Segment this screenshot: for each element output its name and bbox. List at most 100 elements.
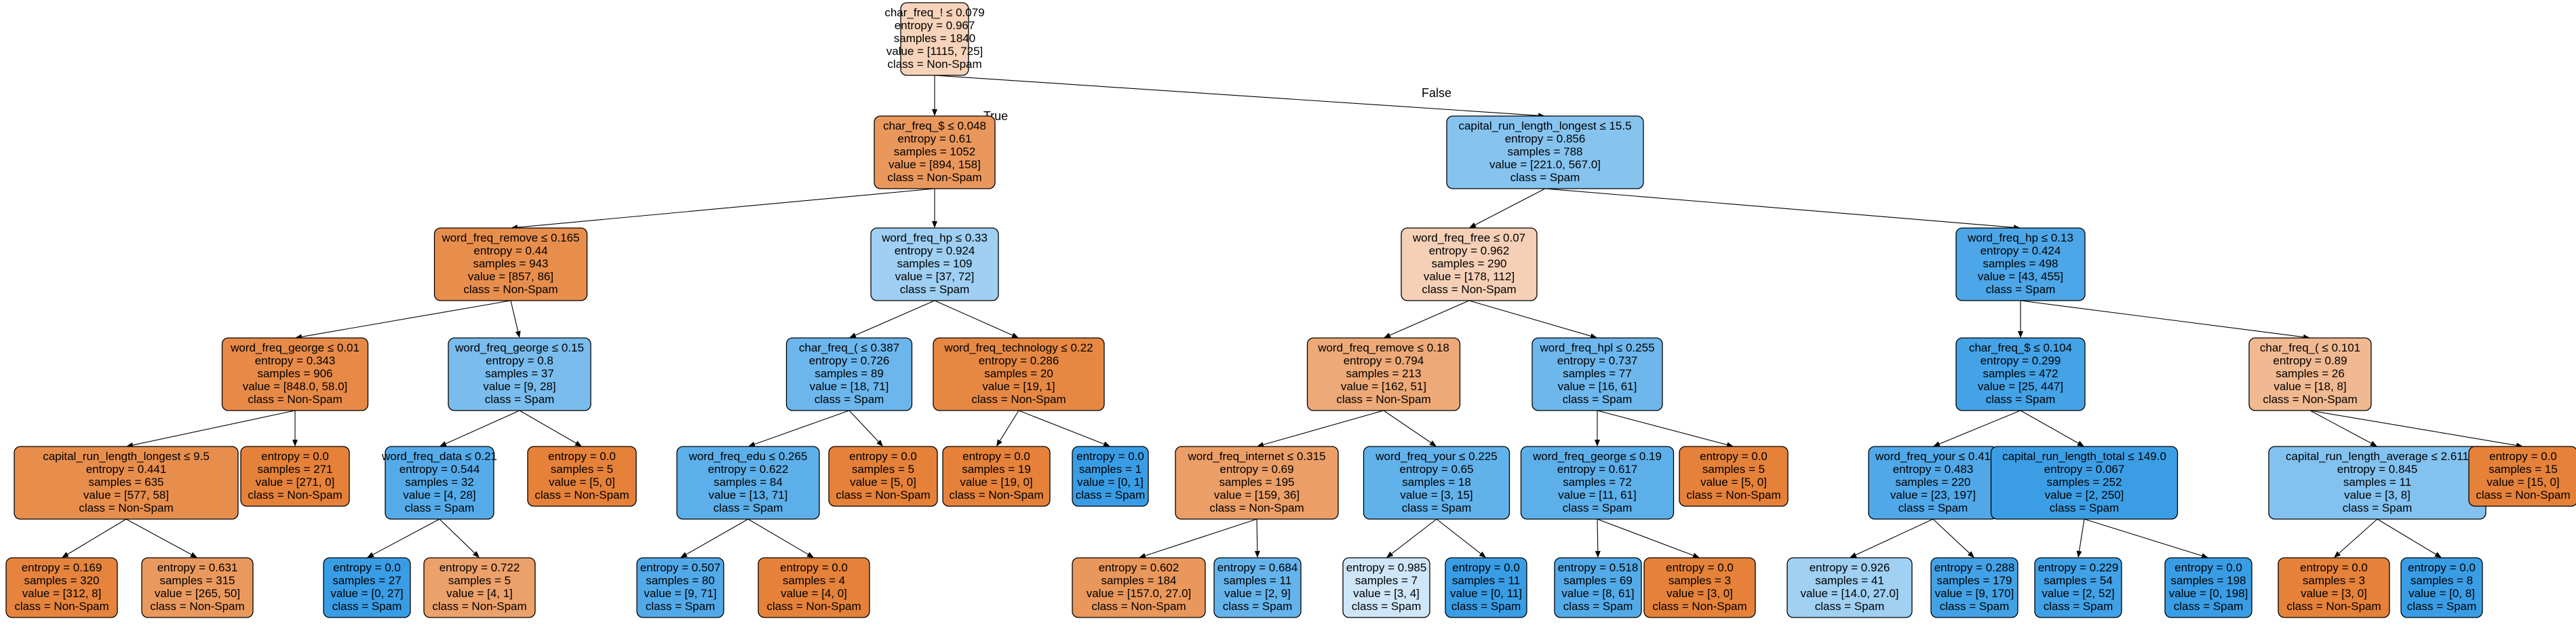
node-stat-line: entropy = 0.067 (2044, 463, 2125, 476)
node-stat-line: samples = 69 (1563, 574, 1633, 587)
node-stat-line: class = Non-Spam (766, 600, 861, 613)
node-stat-line: value = [13, 71] (709, 489, 788, 501)
tree-edge (1597, 410, 1734, 448)
node-stat-line: value = [4, 1] (446, 587, 513, 600)
node-stat-line: class = Non-Spam (1091, 600, 1186, 613)
edge-arrowhead (932, 109, 937, 116)
node-split-rule: word_freq_hpl ≤ 0.255 (1539, 341, 1654, 354)
node-stat-line: value = [271, 0] (256, 476, 335, 489)
edge-line (1597, 518, 1599, 552)
node-stat-line: value = [2, 52] (2042, 587, 2114, 600)
edge-arrowhead (2076, 550, 2082, 558)
node-stat-line: samples = 320 (24, 574, 99, 587)
node-stat-line: class = Non-Spam (1209, 501, 1304, 514)
node-split-rule: word_freq_remove ≤ 0.18 (1317, 341, 1449, 354)
node-stat-line: entropy = 0.856 (1505, 132, 1586, 145)
tree-edge (2084, 518, 2208, 558)
node-stat-line: class = Spam (2407, 600, 2477, 613)
edge-line (2020, 300, 2304, 338)
tree-edge (367, 518, 440, 558)
tree-edge (1469, 188, 1546, 228)
node-stat-line: entropy = 0.0 (2408, 561, 2476, 574)
node-stat-line: entropy = 0.684 (1217, 561, 1298, 574)
tree-edge (848, 410, 883, 446)
tree-edge (849, 300, 935, 338)
node-stat-line: class = Spam (2174, 600, 2244, 613)
node-stat-line: entropy = 0.722 (440, 561, 520, 574)
tree-edge (1595, 411, 1600, 446)
node-box (870, 227, 999, 301)
node-stat-line: entropy = 0.299 (1980, 354, 2061, 367)
node-box (2468, 446, 2576, 507)
tree-edge (292, 411, 298, 446)
node-stat-line: class = Non-Spam (1652, 600, 1746, 613)
edge-line (1145, 518, 1257, 556)
node-box (1531, 337, 1663, 411)
node-stat-line: samples = 8 (2411, 574, 2473, 587)
node-stat-line: samples = 3 (1668, 574, 1731, 587)
node-stat-line: entropy = 0.0 (2489, 450, 2557, 463)
node-stat-line: class = Non-Spam (79, 501, 173, 514)
node-box (240, 446, 350, 507)
node-stat-line: class = Spam (1986, 393, 2056, 406)
node-stat-line: class = Spam (1563, 501, 1633, 514)
node-stat-line: samples = 179 (1936, 574, 2012, 587)
node-box (933, 337, 1105, 411)
node-box (1930, 557, 2018, 618)
tree-edges (62, 75, 2523, 558)
node-stat-line: samples = 4 (783, 574, 845, 587)
edge-line (1263, 410, 1384, 445)
node-stat-line: value = [0, 198] (2169, 587, 2248, 600)
tree-edge (511, 188, 935, 231)
edge-line (934, 75, 1539, 116)
node-stat-line: entropy = 0.61 (897, 132, 971, 145)
edge-arrowhead (680, 552, 688, 558)
node-box (1401, 227, 1538, 301)
node-box (828, 446, 938, 507)
node-box (14, 446, 239, 520)
node-stat-line: value = [11, 61] (1558, 489, 1636, 501)
node-stat-line: class = Spam (1076, 489, 1146, 501)
edge-line (934, 300, 1013, 336)
node-stat-line: entropy = 0.483 (1893, 463, 1974, 476)
node-split-rule: word_freq_george ≤ 0.01 (230, 341, 359, 354)
tree-edge (1850, 518, 1934, 558)
node-split-rule: char_freq_! ≤ 0.079 (884, 6, 984, 19)
node-box (2248, 337, 2372, 411)
edge-line (372, 518, 440, 555)
tree-edge (680, 518, 749, 558)
node-split-rule: word_freq_your ≤ 0.225 (1375, 450, 1497, 463)
node-box (433, 227, 588, 301)
node-stat-line: samples = 19 (962, 463, 1031, 476)
node-stat-line: class = Spam (1563, 393, 1633, 406)
edge-arrowhead (1967, 551, 1974, 558)
node-stat-line: samples = 32 (405, 476, 474, 489)
tree-edge (440, 410, 520, 446)
tree-edge (62, 518, 127, 558)
node-stat-line: class = Spam (714, 501, 783, 514)
tree-edge (519, 410, 582, 446)
tree-edge (126, 410, 296, 448)
node-stat-line: entropy = 0.926 (1810, 561, 1890, 574)
node-box (1072, 557, 1206, 618)
tree-edge (2309, 410, 2523, 449)
edge-arrowhead (473, 551, 480, 558)
node-stat-line: samples = 3 (2303, 574, 2365, 587)
node-stat-line: value = [5, 0] (850, 476, 916, 489)
edge-arrowhead (1469, 222, 1477, 228)
node-stat-line: value = [14.0, 27.0] (1800, 587, 1898, 600)
node-stat-line: samples = 11 (1224, 574, 1291, 587)
edge-arrowhead (574, 440, 582, 446)
